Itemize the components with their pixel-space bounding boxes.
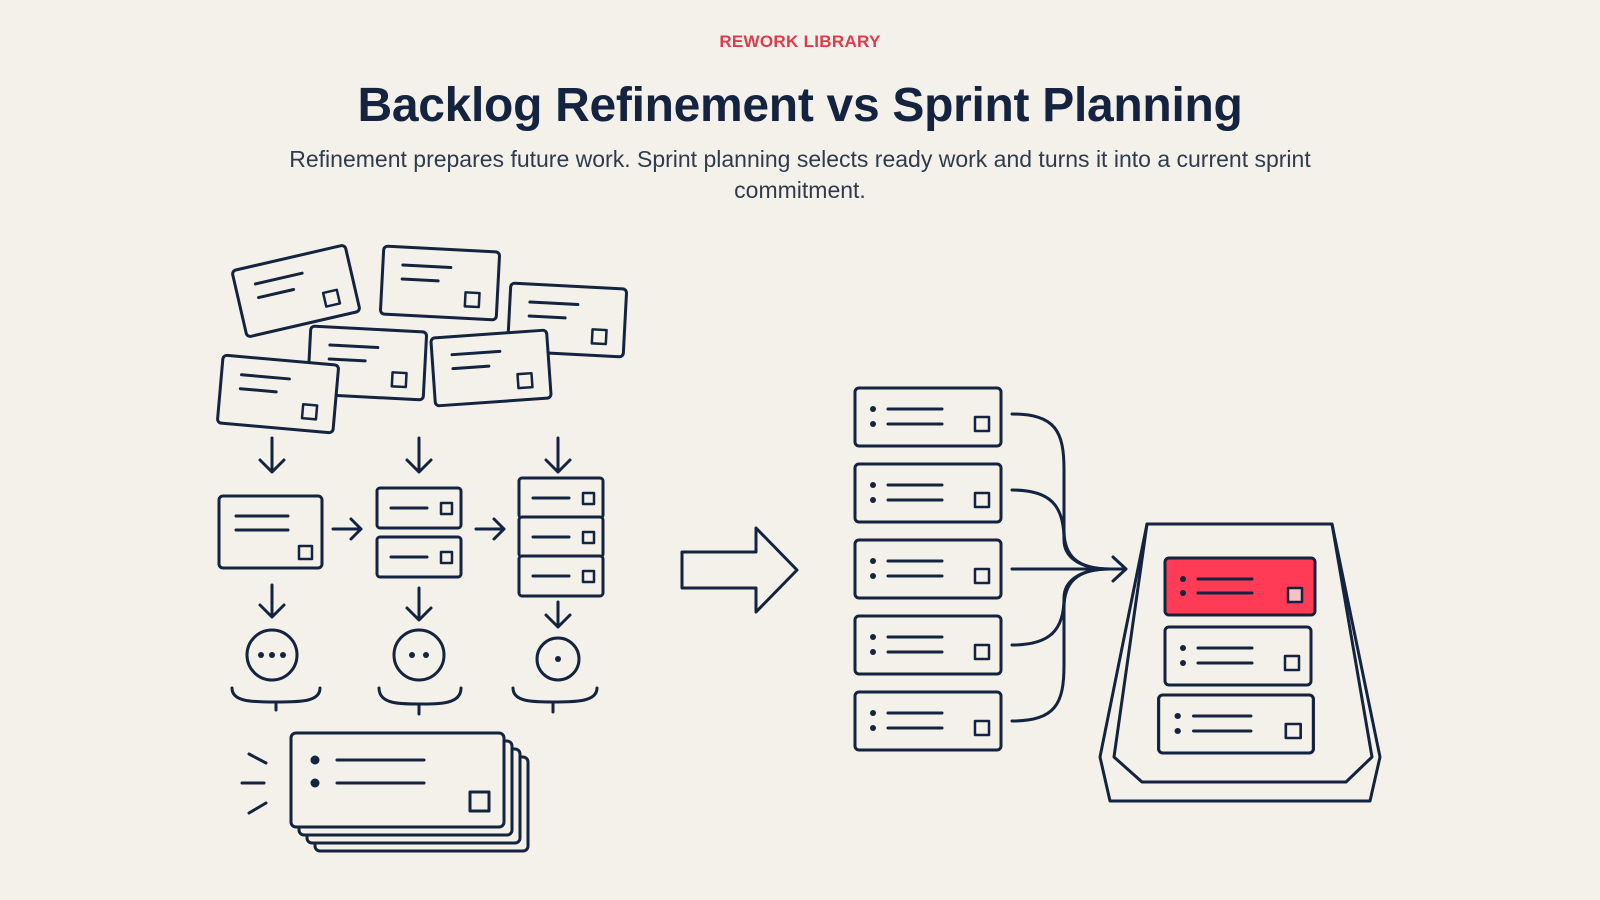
sprint-tray-icon xyxy=(1098,522,1382,803)
ready-item-list-icon xyxy=(853,386,1003,752)
selected-sprint-item xyxy=(1163,556,1317,617)
refinement-stages-icon xyxy=(217,476,605,598)
page-subtitle: Refinement prepares future work. Sprint … xyxy=(289,146,1311,203)
right-arrow-icon xyxy=(680,526,799,614)
eyebrow-label: REWORK LIBRARY xyxy=(719,32,881,51)
refinement-progress-icons xyxy=(230,583,599,716)
down-arrows-icon xyxy=(258,436,572,474)
merge-arrows-icon xyxy=(1010,412,1128,723)
scattered-backlog-cards-icon xyxy=(215,243,629,435)
page-title: Backlog Refinement vs Sprint Planning xyxy=(357,79,1243,132)
refined-card-stack-icon xyxy=(240,731,530,853)
